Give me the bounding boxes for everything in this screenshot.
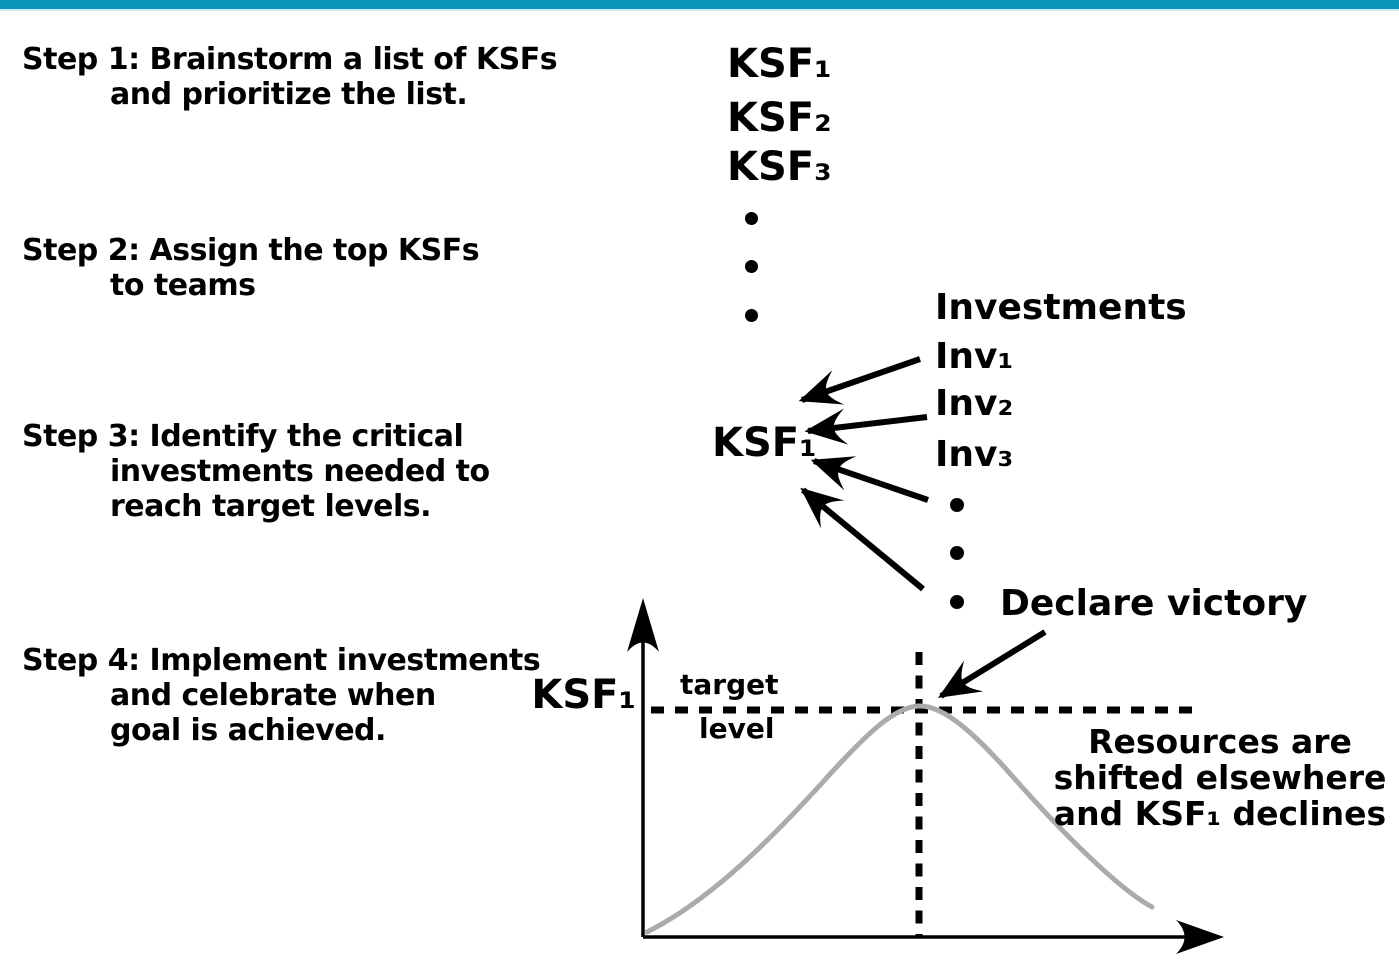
step-3-line-2: investments needed to <box>110 454 490 489</box>
ksf-list-item-3: KSF₃ <box>727 144 832 190</box>
center-ksf-label: KSF₁ <box>712 420 817 466</box>
target-label: target <box>680 668 779 701</box>
investment-item-3: Inv₃ <box>935 434 1014 475</box>
step-1-line-2: and prioritize the list. <box>110 77 468 112</box>
ksf-ellipsis-dot-3 <box>745 309 758 322</box>
declare-victory-label: Declare victory <box>1000 583 1308 624</box>
step-3-line-1: Step 3: Identify the critical <box>22 419 464 454</box>
step-3: Step 3: Identify the critical investment… <box>22 419 490 524</box>
investment-ellipsis-dot-3 <box>950 595 964 609</box>
step-3-line-3: reach target levels. <box>110 489 432 524</box>
investment-ellipsis-dot-1 <box>950 498 964 512</box>
resources-annotation: Resources are shifted elsewhere and KSF₁… <box>1040 724 1399 832</box>
arrow-declare-victory-to-peak <box>938 629 1047 699</box>
arrow-inv1-to-ksf1 <box>798 356 921 405</box>
arrow-inv3-to-ksf1 <box>810 456 929 503</box>
arrow-invN-to-ksf1 <box>800 487 925 592</box>
step-4-line-2: and celebrate when <box>110 678 436 713</box>
investment-item-1: Inv₁ <box>935 336 1014 377</box>
step-4-line-3: goal is achieved. <box>110 713 386 748</box>
x-axis-arrowhead <box>1176 920 1224 954</box>
graph-y-axis-label: KSF₁ <box>531 672 636 718</box>
investments-title: Investments <box>935 287 1187 328</box>
step-1-line-1: Step 1: Brainstorm a list of KSFs <box>22 42 558 77</box>
step-2-line-2: to teams <box>110 268 256 303</box>
level-label: level <box>699 712 775 745</box>
top-accent-bar <box>0 0 1399 11</box>
resources-annotation-line-1: Resources are <box>1088 722 1352 761</box>
investment-item-2: Inv₂ <box>935 383 1014 424</box>
step-2: Step 2: Assign the top KSFs to teams <box>22 233 480 303</box>
arrow-inv2-to-ksf1 <box>804 408 928 445</box>
step-1: Step 1: Brainstorm a list of KSFs and pr… <box>22 42 558 112</box>
resources-annotation-line-2: shifted elsewhere <box>1053 758 1387 797</box>
ksf-list-item-2: KSF₂ <box>727 95 832 141</box>
step-2-line-1: Step 2: Assign the top KSFs <box>22 233 480 268</box>
ksf-list-item-1: KSF₁ <box>727 41 832 87</box>
step-4: Step 4: Implement investments and celebr… <box>22 643 541 748</box>
resources-annotation-line-3: and KSF₁ declines <box>1053 794 1387 833</box>
y-axis-arrowhead <box>627 598 659 652</box>
investment-ellipsis-dot-2 <box>950 546 964 560</box>
ksf-ellipsis-dot-1 <box>745 212 758 225</box>
ksf-ellipsis-dot-2 <box>745 260 758 273</box>
step-4-line-1: Step 4: Implement investments <box>22 643 541 678</box>
investment-arrows <box>798 356 929 592</box>
